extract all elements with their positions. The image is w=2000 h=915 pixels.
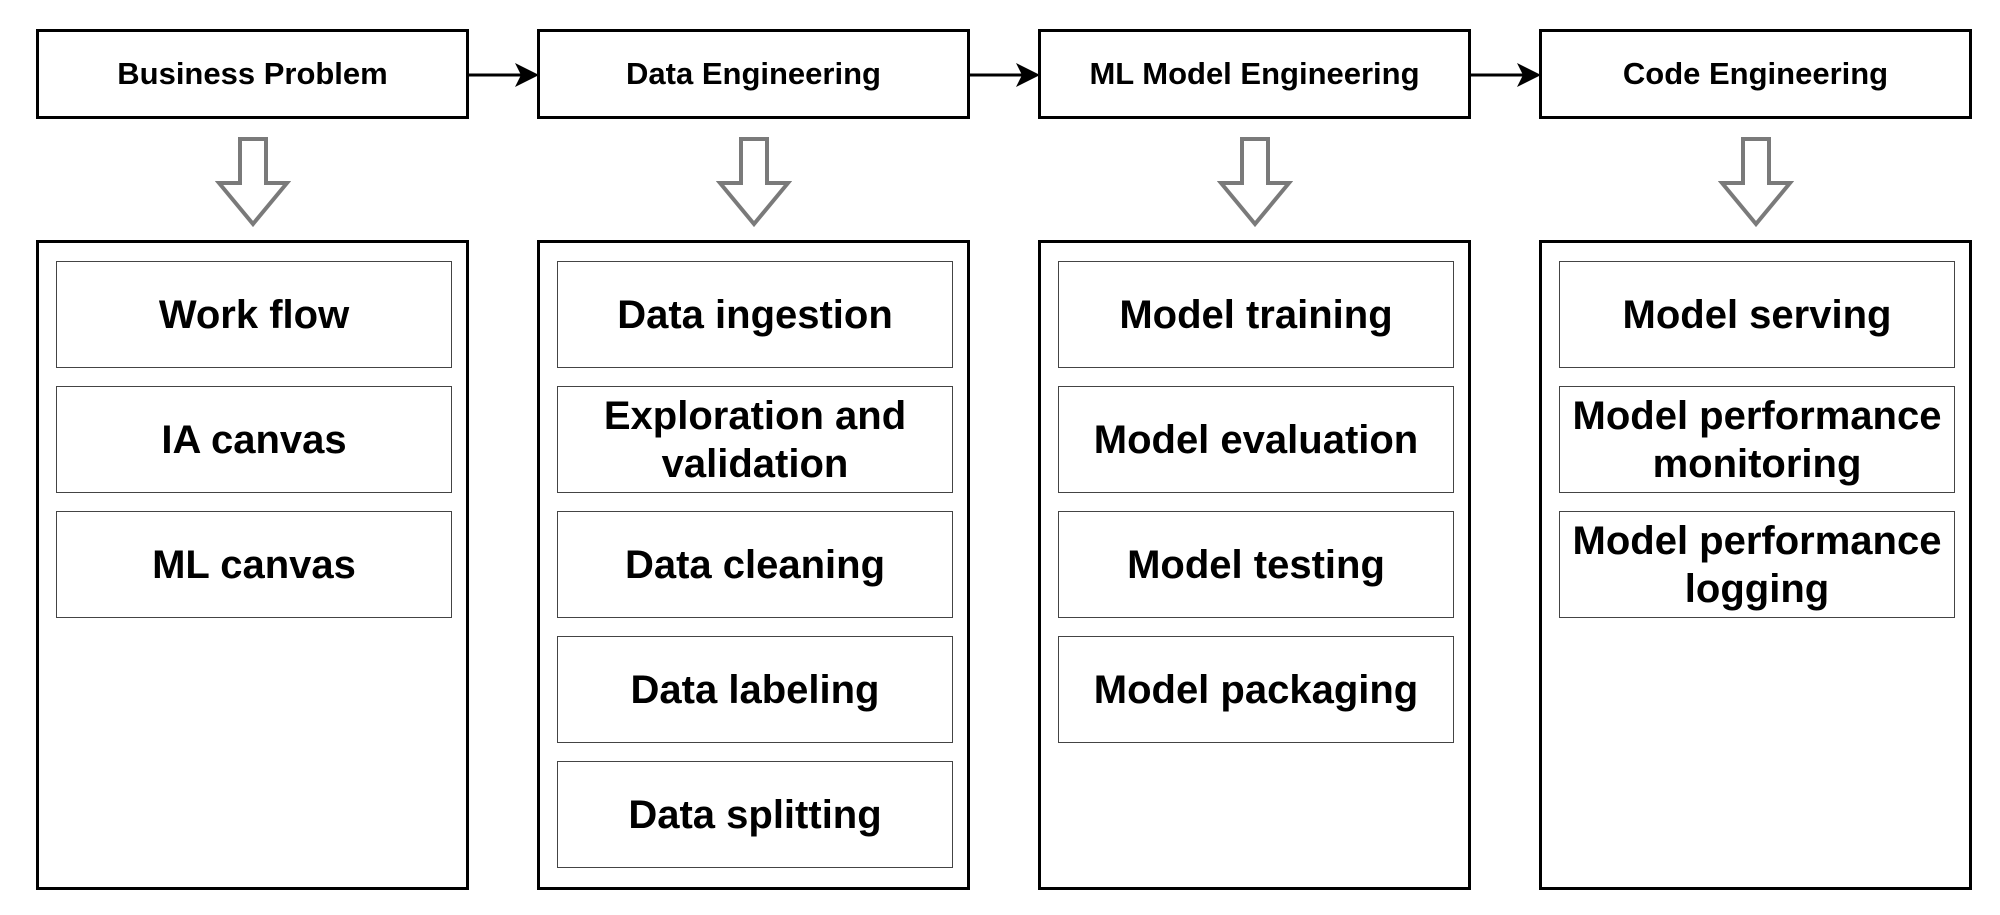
task-box: Model performance monitoring (1559, 386, 1955, 493)
down-arrow-icon (1217, 137, 1293, 228)
task-box: Data ingestion (557, 261, 953, 368)
phase-header-code-engineering: Code Engineering (1539, 29, 1972, 119)
task-box: Model packaging (1058, 636, 1454, 743)
phase-panel-business-problem: Work flow IA canvas ML canvas (36, 240, 469, 890)
phase-header-ml-model-engineering: ML Model Engineering (1038, 29, 1471, 119)
flow-arrow-icon (469, 63, 539, 87)
phase-header-business-problem: Business Problem (36, 29, 469, 119)
task-box: Data cleaning (557, 511, 953, 618)
task-box: Model serving (1559, 261, 1955, 368)
task-box: Model testing (1058, 511, 1454, 618)
task-box: Data splitting (557, 761, 953, 868)
phase-panel-ml-model-engineering: Model training Model evaluation Model te… (1038, 240, 1471, 890)
task-box: Model training (1058, 261, 1454, 368)
phase-panel-code-engineering: Model serving Model performance monitori… (1539, 240, 1972, 890)
phase-header-data-engineering: Data Engineering (537, 29, 970, 119)
down-arrow-icon (1718, 137, 1794, 228)
phase-panel-data-engineering: Data ingestion Exploration and validatio… (537, 240, 970, 890)
task-box: Model evaluation (1058, 386, 1454, 493)
down-arrow-icon (215, 137, 291, 228)
task-box: IA canvas (56, 386, 452, 493)
flow-arrow-icon (970, 63, 1040, 87)
down-arrow-icon (716, 137, 792, 228)
task-box: Model performance logging (1559, 511, 1955, 618)
task-box: Exploration and validation (557, 386, 953, 493)
task-box: Data labeling (557, 636, 953, 743)
task-box: Work flow (56, 261, 452, 368)
flow-arrow-icon (1471, 63, 1541, 87)
task-box: ML canvas (56, 511, 452, 618)
